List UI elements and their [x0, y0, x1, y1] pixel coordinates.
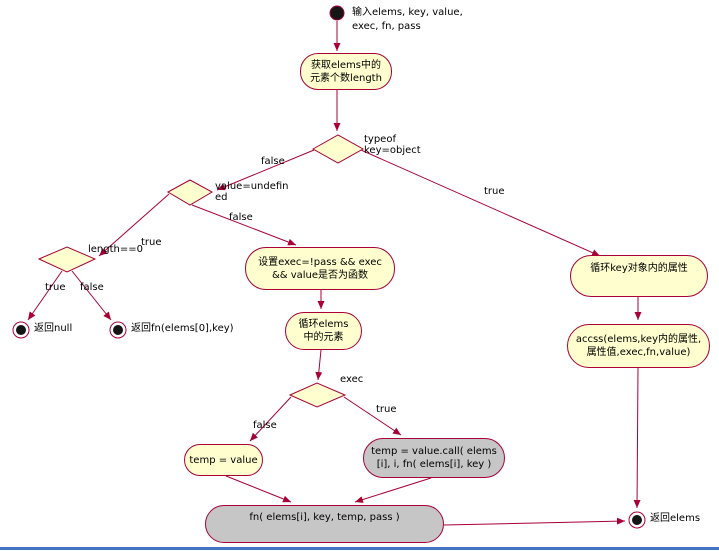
activity-temp-call-line1: temp = value.call( elems: [371, 446, 497, 457]
label-exec-true: true: [376, 404, 397, 415]
edge-typeof-false-to-valueundef: [216, 149, 315, 191]
activity-loop-key-line1: 循环key对象内的属性: [590, 263, 688, 274]
edge-exec-true-to-tempcall: [343, 396, 402, 436]
label-typeof-key-object: typeof key=object: [364, 134, 421, 156]
activity-temp-value: temp = value: [184, 444, 263, 476]
activity-loop-elems: 循环elems 中的元素: [285, 312, 362, 350]
start-label: 输入elems, key, value, exec, fn, pass: [352, 6, 463, 34]
label-typeof-true: true: [484, 186, 505, 197]
edge-valueundef-true-to-length0: [98, 193, 170, 257]
edge-length0-false-to-fn0: [71, 270, 112, 321]
activity-accss-line1: accss(elems,key内的属性,: [575, 334, 702, 345]
label-exec: exec: [340, 374, 364, 385]
edge-exec-false-to-tempvalue: [249, 396, 292, 442]
edge-loopelems-to-exec: [315, 349, 323, 381]
label-length0-true: true: [45, 282, 66, 293]
activity-accss: accss(elems,key内的属性, 属性值,exec,fn,value): [567, 324, 710, 368]
start-label-line2: exec, fn, pass: [352, 21, 421, 32]
activity-set-exec-line2: && value是否为函数: [271, 269, 369, 281]
label-length0-false: false: [80, 282, 104, 293]
activity-get-length-line1: 获取elems中的: [310, 59, 382, 71]
end-node-null: [12, 321, 30, 339]
bottom-border: [0, 547, 719, 550]
edge-fncall-to-retelems: [443, 517, 626, 526]
label-typeof-false: false: [261, 156, 285, 167]
label-typeof-line2: key=object: [364, 145, 421, 156]
start-node: [329, 5, 345, 21]
activity-get-length: 获取elems中的 元素个数length: [300, 53, 392, 90]
activity-accss-line2: 属性值,exec,fn,value): [586, 347, 691, 358]
activity-temp-call-line2: [i], i, fn( elems[i], key ): [376, 459, 492, 470]
edge-length0-true-to-null: [27, 270, 63, 321]
edge-valueundef-false-to-setexec: [191, 204, 297, 246]
activity-loop-elems-line1: 循环elems: [298, 319, 349, 330]
decision-typeof-key: [311, 134, 365, 164]
end-label-return-fn0: 返回fn(elems[0],key): [131, 323, 234, 334]
activity-temp-value-line1: temp = value: [189, 454, 258, 466]
activity-set-exec: 设置exec=!pass && exec && value是否为函数: [245, 247, 395, 290]
label-length-zero: length==0: [88, 244, 143, 255]
start-label-line1: 输入elems, key, value,: [352, 7, 463, 18]
decision-exec: [288, 382, 347, 408]
label-value-undefined-line1: value=undefin: [215, 181, 289, 192]
end-node-fn0: [109, 321, 127, 339]
label-valueundef-true: true: [141, 237, 162, 248]
edge-tempvalue-to-fncall: [225, 475, 292, 503]
end-label-return-elems: 返回elems: [650, 513, 701, 524]
label-typeof-line1: typeof: [364, 134, 396, 145]
end-node-elems: [628, 511, 646, 529]
edge-typeof-true-to-loopkey: [360, 149, 601, 257]
activity-fn-call: fn( elems[i], key, temp, pass ): [205, 505, 444, 543]
activity-loop-key: 循环key对象内的属性: [570, 255, 708, 297]
activity-fn-call-line1: fn( elems[i], key, temp, pass ): [249, 512, 400, 523]
decision-length-zero: [37, 246, 97, 273]
end-label-return-null: 返回null: [34, 323, 73, 334]
label-value-undefined: value=undefin ed: [215, 181, 289, 203]
activity-loop-elems-line2: 中的元素: [303, 332, 344, 343]
edge-accss-to-retelems: [633, 367, 641, 509]
activity-set-exec-line1: 设置exec=!pass && exec: [258, 256, 382, 268]
decision-value-undefined: [166, 179, 214, 206]
activity-temp-call: temp = value.call( elems [i], i, fn( ele…: [363, 438, 505, 478]
activity-get-length-line2: 元素个数length: [310, 72, 382, 84]
label-exec-false: false: [253, 420, 277, 431]
label-valueundef-false: false: [229, 212, 253, 223]
label-value-undefined-line2: ed: [215, 192, 228, 203]
edge-tempcall-to-fncall: [354, 477, 432, 503]
